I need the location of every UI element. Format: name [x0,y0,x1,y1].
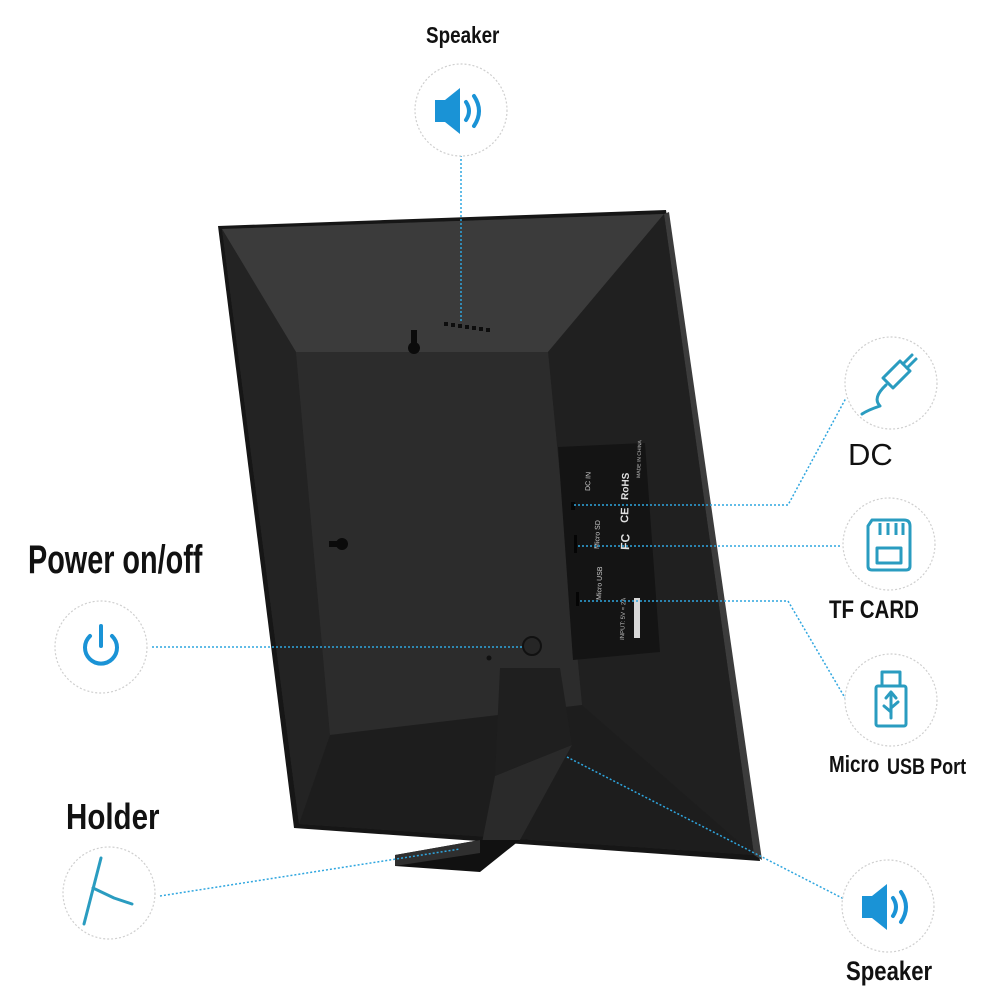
ce-mark: CE [619,507,632,523]
tf-card-label: TF CARD [829,596,919,624]
dc-in-port[interactable] [571,502,575,510]
wall-mount-hole-top [408,330,420,354]
power-icon [83,624,119,666]
holder-icon [82,856,134,926]
speaker-icon [435,88,481,134]
port-panel: DC IN Micro SD Micro USB RoHS CE FC MADE… [558,439,660,660]
power-label: Power on/off [28,538,203,582]
holder-label: Holder [66,796,160,837]
rohs-mark: RoHS [620,472,632,500]
speaker-bottom-callout [841,859,935,953]
port-label-micro-sd: Micro SD [594,520,602,549]
wall-mount-hole-left [329,538,348,550]
leader-micro-usb [580,600,849,704]
leader-lines [152,155,849,901]
micro-usb-label-suffix: USB Port [887,754,967,779]
usb-icon [874,670,908,728]
power-button[interactable] [522,636,542,656]
tf-card-callout [842,497,936,591]
micro-usb-label-prefix: Micro [829,751,880,777]
leader-dc [574,397,847,506]
speaker-bottom-label: Speaker [846,956,933,986]
status-led [486,655,492,661]
made-in-label: MADE IN CHINA [636,439,643,478]
dc-label: DC [848,437,893,472]
leader-holder [159,848,461,897]
photo-frame-back [218,210,762,861]
micro-usb-port[interactable] [576,592,579,606]
dc-callout [844,336,938,430]
speaker-top-label: Speaker [426,22,500,48]
fcc-mark: FC [618,533,633,550]
power-callout [54,600,148,694]
port-label-dc-in: DC IN [585,472,593,491]
serial-sticker [634,598,640,638]
speaker-icon [862,884,908,930]
input-rating-label: INPUT: 5V = 2A [620,598,627,640]
micro-usb-callout [844,653,938,747]
speaker-grille [444,322,490,332]
holder-stand [395,668,572,872]
port-label-micro-usb: Micro USB [596,566,604,600]
plug-icon [860,353,918,416]
leader-speaker-bottom [566,756,847,901]
holder-callout [62,846,156,940]
speaker-top-callout [414,63,508,157]
sd-card-icon [866,518,912,572]
micro-sd-slot[interactable] [574,535,577,553]
